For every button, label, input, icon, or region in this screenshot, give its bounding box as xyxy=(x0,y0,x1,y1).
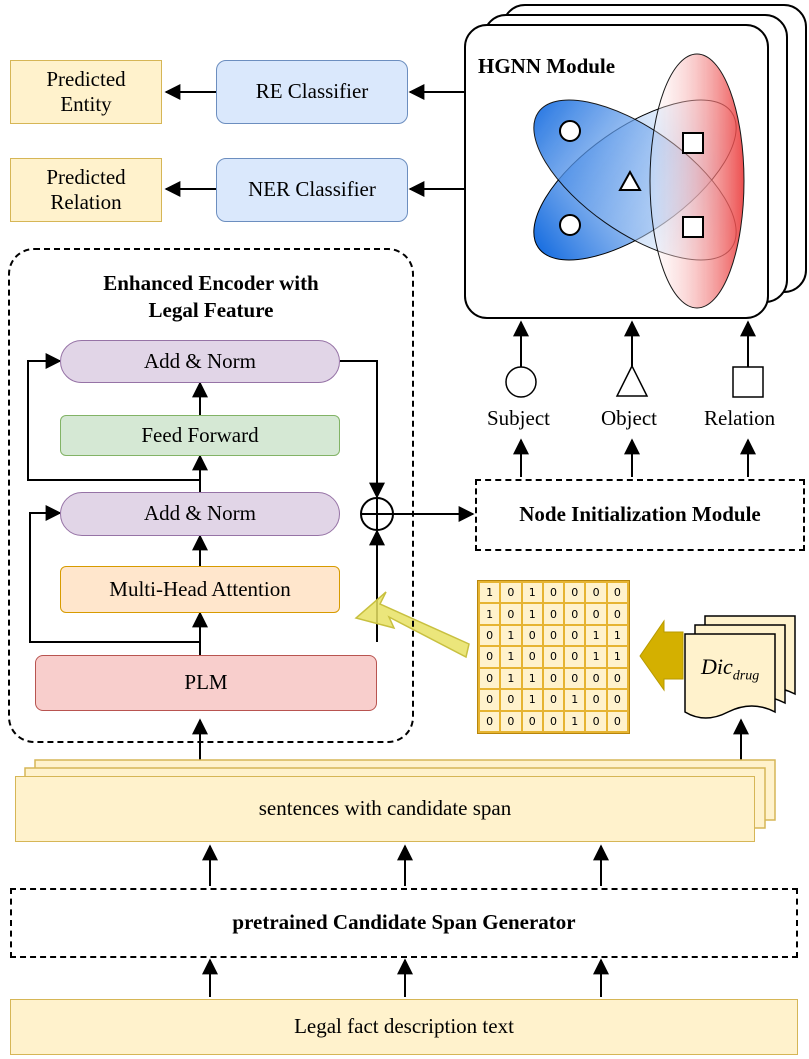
matrix-cell: 1 xyxy=(501,625,521,646)
hyperedge-red xyxy=(649,53,745,309)
matrix-cell: 1 xyxy=(501,647,521,667)
candidate-span-generator: pretrained Candidate Span Generator xyxy=(10,888,798,958)
input-text-box: Legal fact description text xyxy=(10,999,798,1055)
matrix-cell: 1 xyxy=(522,583,542,603)
matrix-cell: 0 xyxy=(565,625,585,646)
matrix-cell: 0 xyxy=(480,647,500,667)
object-node-icon xyxy=(618,169,642,191)
dictionary-doc-front xyxy=(684,633,776,719)
dictionary-subscript: drug xyxy=(732,668,760,684)
matrix-cell: 1 xyxy=(607,647,627,667)
subject-shape-icon xyxy=(505,366,537,398)
subject-label: Subject xyxy=(487,406,550,430)
object-shape-icon xyxy=(615,364,649,397)
matrix-cell: 1 xyxy=(501,668,521,689)
feed-forward: Feed Forward xyxy=(60,415,340,456)
re-classifier-box: RE Classifier xyxy=(216,60,408,124)
encoder-title-line2: Legal Feature xyxy=(148,298,274,323)
enhanced-encoder-container xyxy=(8,248,414,743)
dictionary-base: Dic xyxy=(701,654,733,679)
matrix-cell: 0 xyxy=(586,690,606,710)
plm-label: PLM xyxy=(184,670,228,695)
matrix-cell: 0 xyxy=(607,668,627,689)
matrix-cell: 1 xyxy=(607,625,627,646)
matrix-cell: 0 xyxy=(586,604,606,624)
mha-label: Multi-Head Attention xyxy=(109,576,291,601)
matrix-cell: 0 xyxy=(480,711,500,731)
feed-forward-label: Feed Forward xyxy=(141,422,259,447)
matrix-cell: 0 xyxy=(501,711,521,731)
predicted-relation-box: Predicted Relation xyxy=(10,158,162,222)
ner-classifier-box: NER Classifier xyxy=(216,158,408,222)
matrix-cell: 0 xyxy=(586,711,606,731)
relation-node-icon xyxy=(682,216,704,238)
predicted-entity-label: Predicted Entity xyxy=(46,66,126,116)
matrix-cell: 0 xyxy=(565,604,585,624)
matrix-cell: 0 xyxy=(543,647,564,667)
matrix-cell: 0 xyxy=(522,711,542,731)
predicted-relation-label: Predicted Relation xyxy=(46,164,126,214)
subject-node-icon xyxy=(559,214,581,236)
add-norm-bottom: Add & Norm xyxy=(60,492,340,536)
subject-node-icon xyxy=(559,120,581,142)
add-norm-bottom-label: Add & Norm xyxy=(144,501,256,526)
relation-label: Relation xyxy=(704,406,776,430)
matrix-cell: 0 xyxy=(565,668,585,689)
matrix-cell: 0 xyxy=(543,604,564,624)
add-norm-top: Add & Norm xyxy=(60,340,340,383)
node-init-label: Node Initialization Module xyxy=(519,502,761,527)
matrix-cell: 0 xyxy=(480,625,500,646)
matrix-cell: 0 xyxy=(565,647,585,667)
encoder-title-line1: Enhanced Encoder with xyxy=(103,271,319,295)
multi-head-attention: Multi-Head Attention xyxy=(60,566,340,613)
hgnn-title: HGNN Module xyxy=(478,54,616,78)
re-classifier-label: RE Classifier xyxy=(255,79,369,104)
ner-classifier-label: NER Classifier xyxy=(248,177,376,202)
matrix-cell: 1 xyxy=(522,690,542,710)
plm-box: PLM xyxy=(35,655,377,711)
matrix-cell: 1 xyxy=(480,604,500,624)
input-text-label: Legal fact description text xyxy=(294,1014,514,1039)
matrix-cell: 0 xyxy=(522,647,542,667)
matrix-cell: 0 xyxy=(543,583,564,603)
matrix-cell: 0 xyxy=(501,583,521,603)
matrix-cell: 0 xyxy=(480,668,500,689)
matrix-cell: 0 xyxy=(607,690,627,710)
matrix-cell: 0 xyxy=(522,625,542,646)
matrix-cell: 0 xyxy=(543,668,564,689)
matrix-cell: 0 xyxy=(586,583,606,603)
matrix-cell: 1 xyxy=(522,604,542,624)
generator-label: pretrained Candidate Span Generator xyxy=(232,910,576,935)
matrix-cell: 0 xyxy=(543,625,564,646)
matrix-cell: 0 xyxy=(607,604,627,624)
matrix-cell: 0 xyxy=(480,690,500,710)
matrix-cell: 0 xyxy=(543,711,564,731)
relation-node-icon xyxy=(682,132,704,154)
sentences-box: sentences with candidate span xyxy=(15,776,755,842)
matrix-cell: 1 xyxy=(480,583,500,603)
matrix-cell: 0 xyxy=(543,690,564,710)
matrix-cell: 1 xyxy=(586,647,606,667)
add-norm-top-label: Add & Norm xyxy=(144,348,256,373)
relation-shape-icon xyxy=(732,366,764,398)
matrix-cell: 0 xyxy=(607,711,627,731)
object-label: Object xyxy=(601,406,657,430)
sentences-label: sentences with candidate span xyxy=(258,796,512,821)
matrix-cell: 0 xyxy=(586,668,606,689)
matrix-cell: 1 xyxy=(565,711,585,731)
predicted-entity-box: Predicted Entity xyxy=(10,60,162,124)
matrix-cell: 0 xyxy=(501,604,521,624)
matrix-cell: 1 xyxy=(565,690,585,710)
matrix-cell: 0 xyxy=(565,583,585,603)
dict-to-matrix-arrow-icon xyxy=(639,619,684,692)
matrix-cell: 1 xyxy=(522,668,542,689)
matrix-cell: 0 xyxy=(501,690,521,710)
dictionary-label: Dicdrug xyxy=(701,654,759,684)
matrix-cell: 1 xyxy=(586,625,606,646)
node-initialization-module: Node Initialization Module xyxy=(475,479,805,551)
matrix-cell: 0 xyxy=(607,583,627,603)
encoder-title: Enhanced Encoder with Legal Feature xyxy=(8,270,414,325)
